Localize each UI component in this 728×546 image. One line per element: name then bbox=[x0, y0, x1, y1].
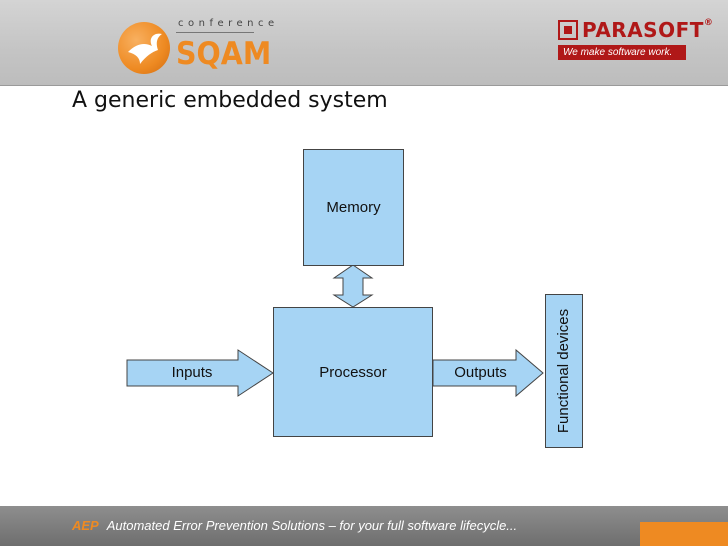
parasoft-tagline: We make software work. bbox=[558, 45, 686, 60]
parasoft-name: PARASOFT® bbox=[582, 18, 713, 42]
processor-block: Processor bbox=[273, 307, 433, 437]
slide-title: A generic embedded system bbox=[72, 88, 388, 113]
footer-tagline: Automated Error Prevention Solutions – f… bbox=[106, 518, 518, 533]
inputs-label: Inputs bbox=[171, 364, 213, 381]
parasoft-registered-mark: ® bbox=[703, 18, 714, 28]
parasoft-name-text: PARASOFT bbox=[582, 18, 704, 42]
parasoft-mark-icon bbox=[558, 20, 578, 40]
footer-bar bbox=[0, 506, 728, 546]
memory-block: Memory bbox=[303, 149, 404, 266]
functional-devices-block bbox=[545, 294, 583, 448]
sqam-logo: conference SQAM bbox=[118, 12, 274, 74]
logo-sqam-word: SQAM bbox=[176, 36, 272, 72]
logo-rule bbox=[176, 32, 254, 33]
header-divider bbox=[0, 85, 728, 86]
footer-text: AEP Automated Error Prevention Solutions … bbox=[72, 518, 517, 533]
bird-icon bbox=[118, 22, 170, 74]
processor-label: Processor bbox=[319, 364, 387, 381]
footer-aep: AEP bbox=[72, 518, 99, 533]
logo-conference-text: conference bbox=[178, 18, 279, 29]
memory-label: Memory bbox=[326, 199, 381, 216]
parasoft-logo: PARASOFT® We make software work. bbox=[558, 18, 713, 66]
functional-devices-label: Functional devices bbox=[555, 308, 572, 434]
memory-processor-double-arrow bbox=[332, 264, 374, 308]
outputs-arrow bbox=[432, 348, 544, 398]
footer-accent bbox=[640, 522, 728, 546]
outputs-label: Outputs bbox=[454, 364, 507, 381]
inputs-arrow bbox=[126, 349, 274, 397]
